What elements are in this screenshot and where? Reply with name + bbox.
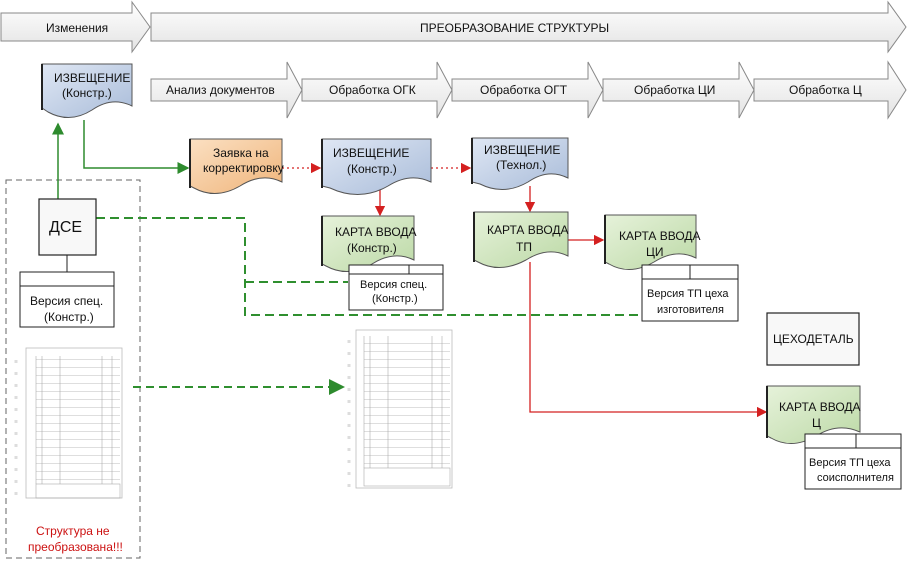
request-line1: Заявка на (213, 146, 269, 160)
notice-ogk-line1: ИЗВЕЩЕНИЕ (333, 146, 409, 160)
card-c-doc[interactable]: КАРТА ВВОДА Ц (766, 385, 861, 444)
spec-sheet-thumbnail-mid (347, 329, 453, 489)
changes-label: Изменения (46, 21, 108, 35)
card-c-line1: КАРТА ВВОДА (779, 400, 861, 414)
notice-ogk-doc[interactable]: ИЗВЕЩЕНИЕ (Констр.) (321, 138, 432, 195)
tp-version-coexec-box[interactable]: Версия ТП цеха соисполнителя (804, 433, 902, 490)
spec-version-mid-box[interactable]: Версия спец. (Констр.) (348, 264, 444, 311)
workshop-part-label: ЦЕХОДЕТАЛЬ (773, 332, 854, 346)
warning-line2: преобразована!!! (28, 540, 123, 554)
card-c-line2: Ц (812, 416, 821, 430)
notice-ogt-doc[interactable]: ИЗВЕЩЕНИЕ (Технол.) (471, 137, 569, 190)
transformation-label: ПРЕОБРАЗОВАНИЕ СТРУКТУРЫ (420, 21, 609, 35)
spec-version-left-line1: Версия спец. (30, 294, 103, 308)
notice-main-doc[interactable]: ИЗВЕЩЕНИЕ (Констр.) (41, 63, 133, 118)
dse-box[interactable]: ДСЕ (38, 198, 97, 256)
transformation-arrow: ПРЕОБРАЗОВАНИЕ СТРУКТУРЫ (150, 0, 907, 54)
stage-doc-analysis-label: Анализ документов (166, 83, 275, 97)
stage-ci-label: Обработка ЦИ (634, 83, 715, 97)
notice-ogt-line2: (Технол.) (496, 158, 546, 172)
request-line2: корректировку (203, 161, 284, 175)
stage-ogk: Обработка ОГК (301, 61, 453, 119)
stage-c: Обработка Ц (753, 60, 907, 120)
stage-ogt-label: Обработка ОГТ (480, 83, 568, 97)
spec-version-left-line2: (Констр.) (44, 310, 94, 324)
dse-dashed-link (96, 217, 642, 316)
notice-to-request-connector (83, 120, 190, 174)
changes-arrow: Изменения (0, 0, 151, 54)
card-tp-doc[interactable]: КАРТА ВВОДА ТП (473, 211, 569, 268)
connectors (52, 120, 768, 418)
workshop-part-box[interactable]: ЦЕХОДЕТАЛЬ (766, 312, 860, 366)
spec-version-left-box[interactable]: Версия спец. (Констр.) (19, 271, 115, 328)
card-ci-doc[interactable]: КАРТА ВВОДА ЦИ (604, 214, 701, 270)
notice-main-line2: (Констр.) (62, 86, 112, 100)
stage-c-label: Обработка Ц (789, 83, 862, 97)
stage-ogt: Обработка ОГТ (451, 61, 604, 119)
card-tp-to-card-c-connector (529, 262, 768, 418)
spec-version-mid-line1: Версия спец. (360, 279, 427, 291)
card-tp-line1: КАРТА ВВОДА (487, 223, 569, 237)
warning-line1: Структура не (36, 524, 110, 538)
tp-version-coexec-line2: соисполнителя (817, 472, 894, 484)
stage-ci: Обработка ЦИ (602, 61, 755, 119)
tp-version-coexec-line1: Версия ТП цеха (809, 457, 891, 469)
card-ci-line2: ЦИ (646, 245, 664, 259)
notice-ogt-line1: ИЗВЕЩЕНИЕ (484, 143, 560, 157)
spec-sheet-thumbnail-left (14, 347, 123, 500)
card-tp-line2: ТП (516, 240, 532, 254)
stage-ogk-label: Обработка ОГК (329, 83, 416, 97)
card-ci-line1: КАРТА ВВОДА (619, 229, 701, 243)
unconverted-structure-region (5, 179, 141, 559)
tp-version-manuf-box[interactable]: Версия ТП цеха изготовителя (641, 264, 739, 322)
card-konstr-line1: КАРТА ВВОДА (335, 225, 417, 239)
tp-version-manuf-line1: Версия ТП цеха (647, 288, 729, 300)
request-doc[interactable]: Заявка на корректировку (189, 138, 284, 194)
notice-main-line1: ИЗВЕЩЕНИЕ (54, 71, 130, 85)
stage-doc-analysis: Анализ документов (150, 61, 303, 119)
card-konstr-line2: (Констр.) (347, 241, 397, 255)
notice-ogk-line2: (Констр.) (347, 162, 397, 176)
tp-version-manuf-line2: изготовителя (657, 304, 724, 316)
card-konstr-doc[interactable]: КАРТА ВВОДА (Констр.) (321, 215, 417, 272)
dse-label: ДСЕ (49, 219, 82, 236)
spec-version-mid-line2: (Констр.) (372, 293, 418, 305)
